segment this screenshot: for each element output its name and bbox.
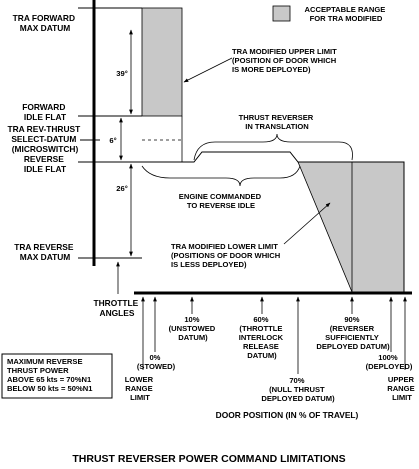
span-upper-value: 39° bbox=[116, 69, 127, 78]
tick-upper-range-label: UPPER RANGE LIMIT bbox=[387, 375, 417, 402]
legend-swatch bbox=[272, 5, 291, 22]
engine-commanded-brace bbox=[141, 165, 301, 187]
tick-sufficient-label: 90% (REVERSER SUFFICIENTLY DEPLOYED DATU… bbox=[316, 315, 390, 351]
tick-null-thrust-label: 70% (NULL THRUST DEPLOYED DATUM) bbox=[261, 376, 335, 403]
tick-deployed-label: 100% (DEPLOYED) bbox=[366, 353, 413, 371]
engine-commanded-annotation: ENGINE COMMANDED TO REVERSE IDLE bbox=[179, 192, 263, 210]
span-middle-value: 6° bbox=[109, 136, 116, 145]
upper-limit-annotation: TRA MODIFIED UPPER LIMIT (POSITION OF DO… bbox=[232, 47, 339, 74]
datum-reverse-max-label: TRA REVERSE MAX DATUM bbox=[14, 242, 76, 262]
datum-rev-select-label: TRA REV-THRUST SELECT-DATUM (MICROSWITCH… bbox=[7, 124, 82, 154]
datum-forward-idle-label: FORWARD IDLE FLAT bbox=[22, 102, 67, 122]
door-axis-label: DOOR POSITION (IN % OF TRAVEL) bbox=[216, 410, 359, 420]
datum-reverse-idle-label: REVERSE IDLE FLAT bbox=[24, 154, 67, 174]
span-lower-value: 26° bbox=[116, 184, 127, 193]
diagram-title: THRUST REVERSER POWER COMMAND LIMITATION… bbox=[72, 453, 345, 465]
reverse-idle-profile bbox=[142, 151, 405, 292]
legend-label: ACCEPTABLE RANGE FOR TRA MODIFIED bbox=[305, 5, 388, 23]
tick-interlock-label: 60% (THROTTLE INTERLOCK RELEASE DATUM) bbox=[239, 315, 285, 360]
tick-lower-range-label: LOWER RANGE LIMIT bbox=[125, 375, 155, 402]
in-translation-annotation: THRUST REVERSER IN TRANSLATION bbox=[239, 113, 316, 131]
tick-stowed-label: 0% (STOWED) bbox=[137, 353, 176, 371]
lower-limit-leader bbox=[283, 202, 331, 245]
lower-limit-slope bbox=[297, 161, 353, 293]
throttle-angles-label: THROTTLE ANGLES bbox=[94, 298, 141, 318]
in-translation-brace bbox=[193, 133, 353, 161]
max-reverse-text: MAXIMUM REVERSE THRUST POWER ABOVE 65 kt… bbox=[7, 357, 93, 393]
max-reverse-box bbox=[1, 353, 113, 399]
datum-forward-max-label: TRA FORWARD MAX DATUM bbox=[13, 13, 78, 33]
upper-acceptable-range bbox=[141, 7, 183, 117]
lower-acceptable-range-block bbox=[352, 162, 404, 292]
lower-limit-annotation: TRA MODIFIED LOWER LIMIT (POSITIONS OF D… bbox=[171, 242, 282, 269]
upper-limit-leader bbox=[183, 57, 233, 83]
tick-unstowed-label: 10% (UNSTOWED DATUM) bbox=[169, 315, 218, 342]
